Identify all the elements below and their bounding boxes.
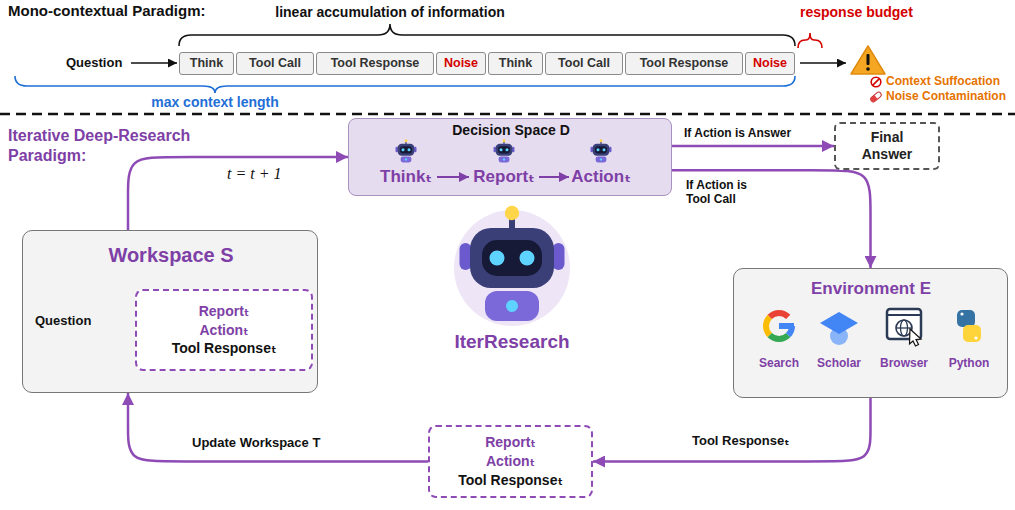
node-text: Environment E xyxy=(811,279,931,299)
node-text: Reportₜ xyxy=(485,434,536,451)
node-subtext: Actionₜ xyxy=(486,453,535,470)
step-box: Noise xyxy=(745,52,795,75)
node-subtext: Search xyxy=(759,356,799,370)
arrow xyxy=(800,62,846,64)
node-subtext: Actionₜ xyxy=(571,167,630,187)
node-text: Tool Response xyxy=(331,56,420,71)
environment-box: Environment E Search Scholar Browser Python xyxy=(733,268,1008,398)
node-subtext: Actionₜ xyxy=(200,322,249,339)
input-label: Question xyxy=(66,55,122,71)
flow-arrow xyxy=(593,398,871,462)
node-subtext: Reportₜ xyxy=(473,167,534,187)
node-subtext: Tool Responseₜ xyxy=(172,340,277,357)
problem-label: Noise Contamination xyxy=(886,89,1006,104)
node-text: Workspace S xyxy=(108,243,233,267)
edge-label: If Action is Answer xyxy=(682,126,793,140)
pill-icon xyxy=(870,91,883,103)
node-text: Think xyxy=(190,56,223,71)
problem-label: Context Suffocation xyxy=(886,74,1000,89)
node-text: Decision Space D xyxy=(452,122,570,139)
step-box: Tool Response xyxy=(625,52,743,75)
flow-arrow xyxy=(128,393,428,462)
edge-label: If Action is Tool Call xyxy=(684,178,768,207)
brace-label: response budget xyxy=(800,4,913,22)
brace-label: linear accumulation of information xyxy=(275,4,504,22)
node-subtext: Question xyxy=(35,313,91,329)
workspace-box: Workspace S Question ReportₜActionₜTool Re… xyxy=(22,230,318,393)
flow-arrow xyxy=(128,157,348,230)
step-box: Tool Response xyxy=(316,52,434,75)
step-box: Think xyxy=(179,52,234,75)
decision-space: Decision Space D Thinkₜ Reportₜ Actionₜ xyxy=(348,118,672,196)
step-box: Tool Call xyxy=(236,52,314,75)
prohibit-icon xyxy=(871,77,881,87)
update-box: ReportₜActionₜTool Responseₜ xyxy=(428,425,593,498)
node-text: Noise xyxy=(444,56,478,71)
brace xyxy=(179,24,795,46)
node-text: Noise xyxy=(753,56,787,71)
node-subtext: Thinkₜ xyxy=(380,167,432,187)
separator xyxy=(0,113,1015,116)
step-box: Tool Call xyxy=(545,52,623,75)
node-text: Think xyxy=(499,56,532,71)
workspace-record: ReportₜActionₜTool Responseₜ xyxy=(135,289,313,371)
brace-label: max context length xyxy=(151,94,279,112)
answer-box: Final Answer xyxy=(834,122,940,170)
section-title: Iterative Deep-Research Paradigm: xyxy=(8,126,243,166)
node-subtext: Python xyxy=(949,356,990,370)
warning-icon xyxy=(866,67,870,71)
node-text: Tool Call xyxy=(558,56,610,71)
node-subtext: Tool Responseₜ xyxy=(458,472,563,489)
warning-icon xyxy=(851,46,885,74)
section-title: Mono-contextual Paradigm: xyxy=(8,2,206,21)
brace xyxy=(798,33,822,48)
node-text: Tool Call xyxy=(249,56,301,71)
node-text: Reportₜ xyxy=(199,303,250,320)
robot-illustration xyxy=(460,206,565,321)
flow-arrow xyxy=(672,145,834,148)
brace xyxy=(15,76,795,93)
node-subtext: Browser xyxy=(880,356,928,370)
node-text: Final Answer xyxy=(852,129,922,163)
edge-label: Update Workspace T xyxy=(190,435,322,451)
step-box: Noise xyxy=(436,52,486,75)
warning-icon xyxy=(867,54,870,65)
prohibit-icon xyxy=(873,79,880,86)
edge-label: t = t + 1 xyxy=(225,164,283,183)
agent-name: IterResearch xyxy=(454,330,569,354)
node-subtext: Scholar xyxy=(817,356,861,370)
flow-arrow xyxy=(672,170,871,268)
step-box: Think xyxy=(488,52,543,75)
node-text: Tool Response xyxy=(640,56,729,71)
arrow xyxy=(131,62,177,64)
edge-label: Tool Responseₜ xyxy=(690,433,791,449)
